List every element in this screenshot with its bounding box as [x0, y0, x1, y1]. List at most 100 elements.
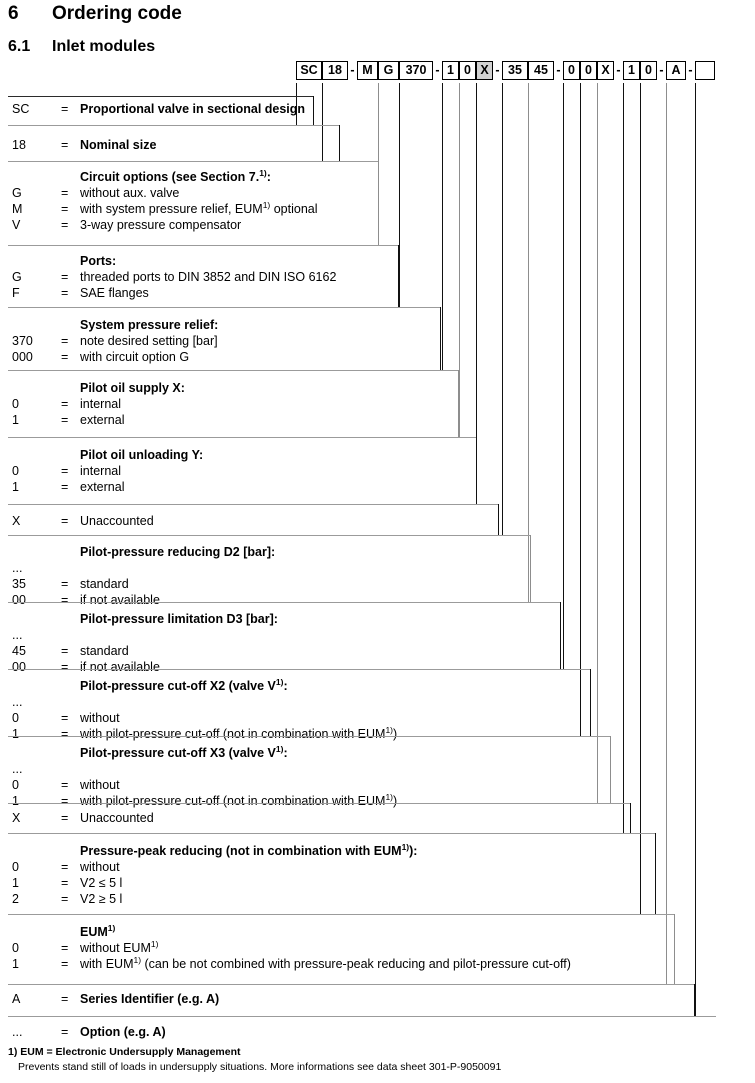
code-box-m[interactable]: M: [357, 61, 378, 80]
option-description: without: [80, 778, 120, 792]
block-separator-rule: [8, 1016, 716, 1017]
equals-sign: =: [61, 138, 69, 152]
equals-sign: =: [61, 202, 69, 216]
option-description: if not available: [80, 593, 160, 607]
block-right-edge: [458, 370, 459, 437]
code-box-35[interactable]: 35: [502, 61, 528, 80]
block-right-edge: [339, 125, 340, 161]
subsection-number: 6.1: [8, 38, 31, 55]
block-title: EUM1): [80, 922, 116, 939]
option-code: 370: [12, 334, 33, 348]
equals-sign: =: [61, 644, 69, 658]
code-box-x[interactable]: X: [597, 61, 614, 80]
code-box-x[interactable]: X: [476, 61, 493, 80]
section-number: 6: [8, 3, 19, 24]
block-separator-rule: [8, 245, 398, 246]
leader-line: [442, 83, 443, 370]
block-right-edge: [610, 736, 611, 803]
block-right-edge: [498, 504, 499, 535]
option-code: 35: [12, 577, 26, 591]
option-code: 0: [12, 711, 19, 725]
option-description: if not available: [80, 660, 160, 674]
option-code: ...: [12, 628, 23, 642]
option-code: 1: [12, 957, 19, 971]
option-code: ...: [12, 1025, 23, 1039]
option-code: 18: [12, 138, 26, 152]
equals-sign: =: [61, 577, 69, 591]
option-code: 00: [12, 593, 26, 607]
block-title: Circuit options (see Section 7.1):: [80, 167, 271, 184]
block-separator-rule: [8, 125, 339, 126]
equals-sign: =: [61, 660, 69, 674]
block-separator-rule: [8, 669, 590, 670]
option-code: 00: [12, 660, 26, 674]
block-separator-rule: [8, 161, 378, 162]
option-description: without aux. valve: [80, 186, 180, 200]
code-box-370[interactable]: 370: [399, 61, 433, 80]
option-description: internal: [80, 397, 121, 411]
code-box-0[interactable]: 0: [640, 61, 657, 80]
leader-line: [399, 83, 400, 307]
option-code: 000: [12, 350, 33, 364]
code-box-0[interactable]: 0: [459, 61, 476, 80]
code-separator-dash: -: [688, 63, 693, 78]
block-right-edge: [655, 833, 656, 914]
option-code: V: [12, 218, 21, 232]
leader-line: [322, 83, 323, 161]
code-box-0[interactable]: 0: [580, 61, 597, 80]
option-description: with system pressure relief, EUM1) optio…: [80, 199, 318, 216]
code-box-blank[interactable]: [695, 61, 715, 80]
block-title: Pilot-pressure limitation D3 [bar]:: [80, 612, 278, 626]
option-description: without: [80, 860, 120, 874]
block-separator-rule: [8, 736, 610, 737]
equals-sign: =: [61, 794, 69, 808]
equals-sign: =: [61, 334, 69, 348]
equals-sign: =: [61, 727, 69, 741]
block-separator-rule: [8, 602, 560, 603]
block-separator-rule: [8, 535, 530, 536]
option-code: 1: [12, 413, 19, 427]
block-title: Pilot oil unloading Y:: [80, 448, 204, 462]
code-box-g[interactable]: G: [378, 61, 399, 80]
code-box-a[interactable]: A: [666, 61, 686, 80]
option-description: standard: [80, 644, 129, 658]
block-title: Pilot-pressure cut-off X2 (valve V1):: [80, 676, 288, 693]
code-box-1[interactable]: 1: [442, 61, 459, 80]
block-right-edge: [476, 437, 477, 504]
block-title: Pilot oil supply X:: [80, 381, 185, 395]
option-description: Unaccounted: [80, 514, 154, 528]
option-description: without: [80, 711, 120, 725]
equals-sign: =: [61, 892, 69, 906]
equals-sign: =: [61, 286, 69, 300]
option-description: external: [80, 413, 125, 427]
block-separator-rule: [8, 437, 476, 438]
leader-line: [623, 83, 624, 833]
equals-sign: =: [61, 413, 69, 427]
equals-sign: =: [61, 860, 69, 874]
equals-sign: =: [61, 941, 69, 955]
option-description: V2 ≥ 5 l: [80, 892, 123, 906]
page-title: Ordering code: [52, 3, 182, 24]
option-code: 1: [12, 727, 19, 741]
option-description: without EUM1): [80, 938, 159, 955]
code-box-45[interactable]: 45: [528, 61, 554, 80]
code-box-0[interactable]: 0: [563, 61, 580, 80]
option-code: M: [12, 202, 23, 216]
option-description: note desired setting [bar]: [80, 334, 218, 348]
option-code: X: [12, 811, 21, 825]
option-description: standard: [80, 577, 129, 591]
equals-sign: =: [61, 957, 69, 971]
leader-line: [296, 83, 297, 125]
option-code: G: [12, 270, 22, 284]
option-code: ...: [12, 762, 23, 776]
code-box-sc[interactable]: SC: [296, 61, 322, 80]
option-code: 0: [12, 778, 19, 792]
code-separator-dash: -: [659, 63, 664, 78]
block-right-edge: [630, 803, 631, 833]
code-box-1[interactable]: 1: [623, 61, 640, 80]
option-description: 3-way pressure compensator: [80, 218, 242, 232]
code-box-18[interactable]: 18: [322, 61, 348, 80]
equals-sign: =: [61, 186, 69, 200]
block-right-edge: [530, 535, 531, 602]
equals-sign: =: [61, 218, 69, 232]
